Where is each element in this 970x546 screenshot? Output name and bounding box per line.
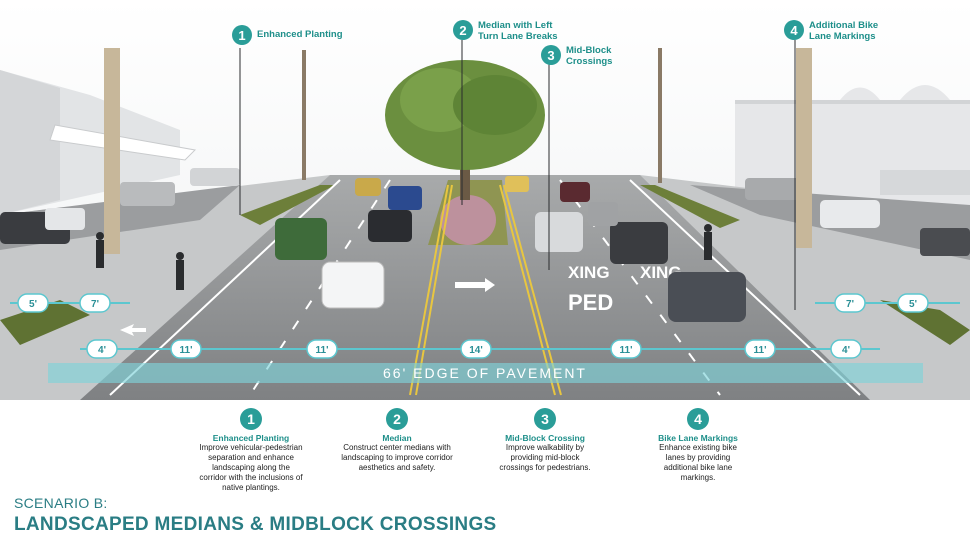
callout-4-label: Additional Bike Lane Markings xyxy=(809,20,879,42)
description-4-badge: 4 xyxy=(687,408,709,430)
callout-2-badge: 2 xyxy=(453,20,473,40)
callout-median: 2 Median with Left Turn Lane Breaks xyxy=(453,20,558,42)
callout-2-label: Median with Left Turn Lane Breaks xyxy=(478,20,558,42)
median-tree xyxy=(385,60,545,200)
description-2-body: Construct center medians with landscapin… xyxy=(341,443,453,472)
description-1-title: Enhanced Planting xyxy=(212,433,290,443)
callout-3-label: Mid-Block Crossings xyxy=(566,45,613,67)
description-1-body: Improve vehicular-pedestrian separation … xyxy=(199,443,303,492)
lane-width-badge: 5' xyxy=(17,293,49,313)
utility-pole-right xyxy=(796,48,812,248)
description-2-title: Median xyxy=(382,433,412,443)
edge-of-pavement-band xyxy=(48,363,923,383)
lane-width-badge: 5' xyxy=(897,293,929,313)
lane-width-text: 7' xyxy=(91,299,99,310)
callout-3-badge: 3 xyxy=(541,45,561,65)
lane-width-badge: 4' xyxy=(86,339,118,359)
crosswalk-ped: PED xyxy=(568,290,613,315)
callout-4-badge: 4 xyxy=(784,20,804,40)
lane-width-text: 11' xyxy=(316,345,329,356)
lane-width-text: 5' xyxy=(909,299,917,310)
lane-width-badge: 7' xyxy=(834,293,866,313)
lane-width-text: 4' xyxy=(842,345,850,356)
callout-1-label: Enhanced Planting xyxy=(257,29,343,40)
utility-pole-left xyxy=(104,48,120,254)
description-3-title: Mid-Block Crossing xyxy=(505,433,585,443)
description-1-badge: 1 xyxy=(240,408,262,430)
lane-width-badge: 4' xyxy=(830,339,862,359)
lane-width-badge: 14' xyxy=(460,339,492,359)
street-scene-illustration: XING XING PED xyxy=(0,0,970,400)
turn-arrow-icon xyxy=(455,278,495,292)
lane-width-text: 7' xyxy=(846,299,854,310)
lane-width-badge: 11' xyxy=(306,339,338,359)
description-4-title: Bike Lane Markings xyxy=(658,433,738,443)
lane-width-text: 5' xyxy=(29,299,37,310)
description-3-badge: 3 xyxy=(534,408,556,430)
description-2-badge: 2 xyxy=(386,408,408,430)
lane-width-text: 4' xyxy=(98,345,106,356)
description-mid-block-crossing: 3 Mid-Block Crossing Improve walkability… xyxy=(470,408,620,473)
lane-width-badge: 11' xyxy=(744,339,776,359)
left-buildings xyxy=(0,70,197,215)
scenario-label: SCENARIO B: xyxy=(14,495,108,511)
description-enhanced-planting: 1 Enhanced Planting Improve vehicular-pe… xyxy=(176,408,326,493)
description-3-body: Improve walkability by providing mid-blo… xyxy=(499,443,591,472)
description-median: 2 Median Construct center medians with l… xyxy=(322,408,472,473)
description-4-body: Enhance existing bike lanes by providing… xyxy=(659,443,737,482)
pedestrians xyxy=(96,224,712,290)
vehicles xyxy=(0,168,970,322)
lane-width-text: 11' xyxy=(754,345,767,356)
lane-width-badge: 11' xyxy=(170,339,202,359)
bike-lane-arrow-icon xyxy=(120,324,146,336)
description-bike-lane-markings: 4 Bike Lane Markings Enhance existing bi… xyxy=(623,408,773,483)
edge-of-pavement-label: 66' EDGE OF PAVEMENT xyxy=(383,365,587,381)
lane-width-text: 11' xyxy=(180,345,193,356)
lane-width-labels: 5' 7' 4' 11' 11' 14' 11' 11' 4' 7' 5' xyxy=(17,293,929,359)
crosswalk-xing-left: XING xyxy=(568,263,610,282)
callout-bike-lane: 4 Additional Bike Lane Markings xyxy=(784,20,878,42)
lane-width-badge: 11' xyxy=(610,339,642,359)
lane-width-text: 14' xyxy=(469,345,483,356)
callout-1-badge: 1 xyxy=(232,25,252,45)
callout-mid-block: 3 Mid-Block Crossings xyxy=(541,45,612,67)
page-title: LANDSCAPED MEDIANS & MIDBLOCK CROSSINGS xyxy=(14,514,497,535)
lane-width-badge: 7' xyxy=(79,293,111,313)
lane-width-text: 11' xyxy=(620,345,633,356)
callout-enhanced-planting: 1 Enhanced Planting xyxy=(232,25,343,45)
